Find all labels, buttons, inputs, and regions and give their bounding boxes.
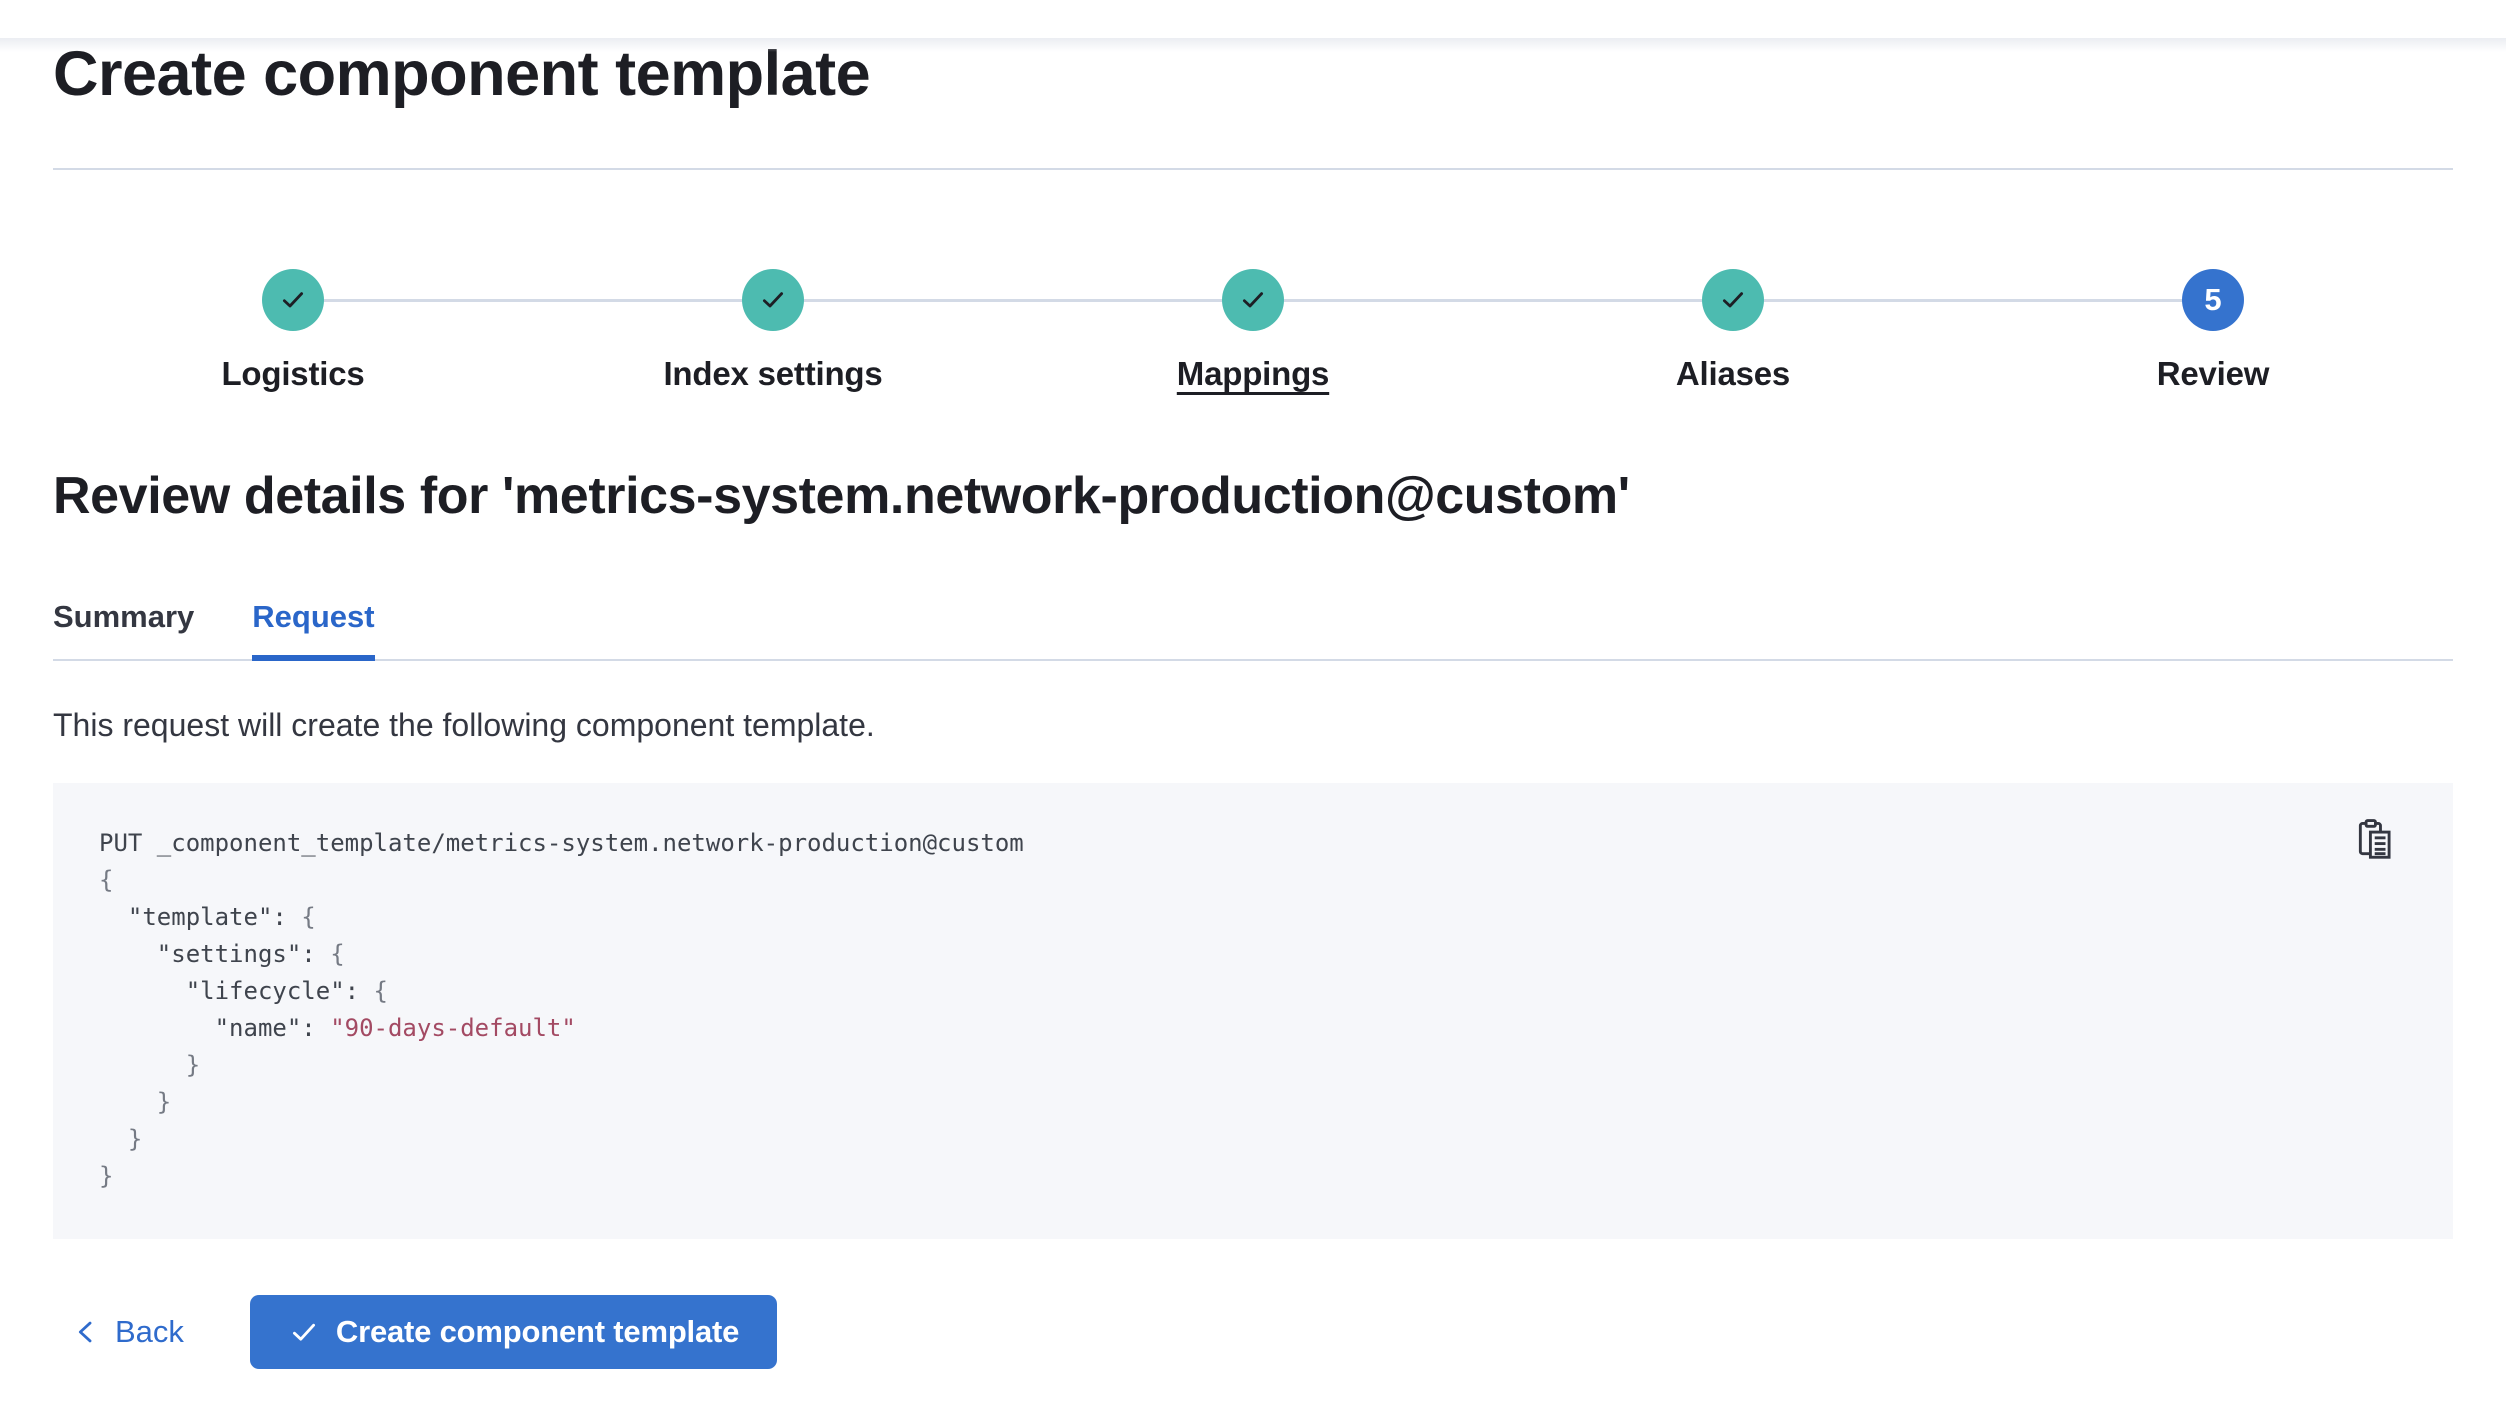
title-divider (53, 168, 2453, 170)
tab-bar: Summary Request (53, 599, 2453, 661)
step-label: Mappings (1176, 355, 1330, 392)
chevron-left-icon (78, 1321, 92, 1343)
step-check-icon (1722, 292, 1744, 308)
tab-request[interactable]: Request (252, 599, 375, 661)
stepper-step-index-settings[interactable]: Index settings (533, 269, 1013, 395)
step-check-icon (1242, 292, 1264, 308)
step-complete-circle[interactable] (262, 269, 324, 331)
review-heading: Review details for 'metrics-system.netwo… (53, 467, 1630, 525)
stepper-step-logistics[interactable]: Logistics (53, 269, 533, 395)
request-code-block: PUT _component_template/metrics-system.n… (53, 783, 2453, 1239)
step-check-icon (762, 292, 784, 308)
step-complete-circle[interactable] (1222, 269, 1284, 331)
wizard-footer: Back Create component template (53, 1295, 2453, 1369)
step-label: Aliases (1675, 355, 1791, 392)
copy-clipboard-icon (2358, 819, 2391, 859)
step-check-icon (282, 292, 304, 308)
stepper-step-mappings[interactable]: Mappings (1013, 269, 1493, 395)
step-number-circle[interactable]: 5 (2182, 269, 2244, 331)
step-complete-circle[interactable] (1702, 269, 1764, 331)
request-description: This request will create the following c… (53, 707, 875, 743)
copy-icon[interactable] (2351, 817, 2397, 863)
back-button-label: Back (115, 1314, 184, 1349)
step-label: Review (2156, 355, 2270, 392)
tab-summary[interactable]: Summary (53, 599, 195, 634)
step-label: Logistics (221, 355, 365, 392)
check-icon (292, 1323, 315, 1341)
back-button[interactable]: Back (53, 1314, 208, 1350)
request-code: PUT _component_template/metrics-system.n… (99, 829, 1024, 1190)
top-scroll-shadow (0, 38, 2506, 52)
create-component-template-page: Create component template Logistics Index… (0, 38, 2506, 1369)
create-component-template-button[interactable]: Create component template (249, 1295, 778, 1369)
step-number: 5 (2204, 282, 2222, 317)
step-label: Index settings (663, 355, 883, 392)
create-component-template-button-label: Create component template (335, 1314, 740, 1349)
stepper-step-aliases[interactable]: Aliases (1493, 269, 1973, 395)
step-complete-circle[interactable] (742, 269, 804, 331)
